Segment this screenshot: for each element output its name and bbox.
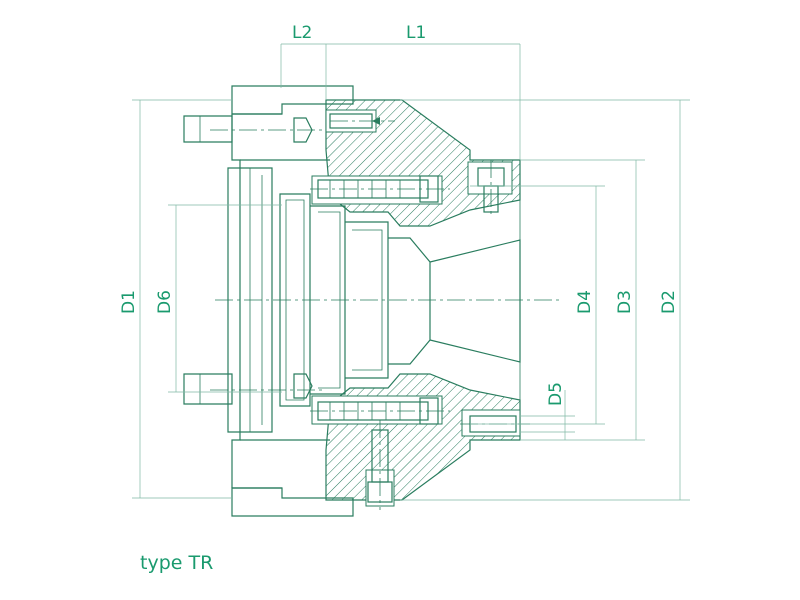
dim-label-D6: D6 — [155, 290, 175, 314]
dimension-labels: L2 L1 D1 D6 D4 D3 D2 D5 — [119, 23, 679, 406]
drawing-caption: type TR — [140, 552, 214, 574]
dimension-lines — [132, 43, 690, 501]
dim-label-D5: D5 — [546, 382, 566, 406]
dim-label-D4: D4 — [575, 290, 595, 314]
adapter-plate-lower — [311, 373, 521, 507]
dim-label-L1: L1 — [406, 23, 426, 43]
dim-label-D2: D2 — [659, 290, 679, 314]
dim-label-D1: D1 — [119, 290, 139, 314]
adapter-plate-upper — [311, 99, 521, 227]
dim-label-D3: D3 — [615, 290, 635, 314]
dim-label-L2: L2 — [292, 23, 312, 43]
